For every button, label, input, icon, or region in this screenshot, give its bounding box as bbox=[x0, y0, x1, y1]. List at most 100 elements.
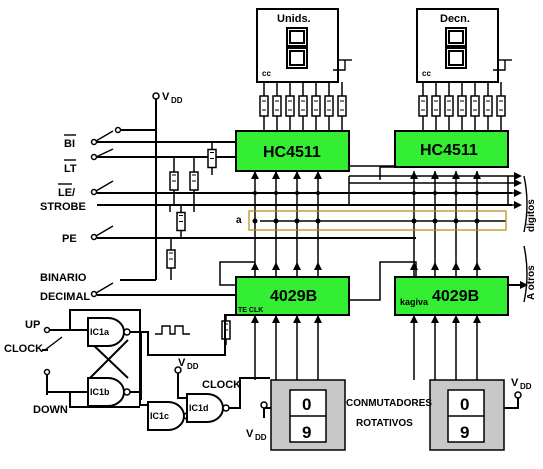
bus-left-le-node-2 bbox=[295, 191, 299, 195]
resistor-array-tens bbox=[418, 82, 506, 131]
kagiva-label: kagiva bbox=[400, 297, 429, 307]
vdd-left-sub: DD bbox=[255, 433, 267, 442]
units-seg-resistor-1 bbox=[272, 95, 282, 117]
switch-left-bottom: 9 bbox=[302, 423, 311, 442]
digit-arrow-2 bbox=[514, 189, 522, 197]
bus-left-arrow-sw-2 bbox=[293, 315, 301, 323]
tens-seg-resistor-1 bbox=[431, 95, 441, 117]
bus-right-arrow-sw-2 bbox=[452, 315, 460, 323]
rotary-switch-left: 0 9 bbox=[270, 379, 346, 451]
counter-right-label: 4029B bbox=[432, 288, 479, 305]
bus-right-arrow-dec-3 bbox=[473, 171, 481, 179]
decoder-left: HC4511 bbox=[235, 130, 350, 172]
pe-label: PE bbox=[62, 233, 77, 245]
bus-right-arrow-sw-1 bbox=[431, 315, 439, 323]
rotativos-label: ROTATIVOS bbox=[356, 418, 413, 429]
a-node-label: a bbox=[236, 215, 242, 226]
display-tens-digit bbox=[445, 27, 467, 69]
bus-right-arrow-dec-2 bbox=[452, 171, 460, 179]
digit-arrow-0 bbox=[514, 172, 522, 180]
bus-left-arrow-cnt-0 bbox=[251, 262, 259, 270]
counter-left: 4029B TE CLK bbox=[235, 276, 350, 316]
tens-seg-resistor-6 bbox=[496, 95, 506, 117]
vdd-switch-right: V DD bbox=[504, 377, 532, 409]
switch-left-top: 0 bbox=[302, 395, 311, 414]
vdd-top-label: V bbox=[162, 91, 170, 103]
display-tens-label: Decn. bbox=[440, 13, 470, 25]
display-units-cc: cc bbox=[262, 69, 271, 78]
tens-seg-resistor-4 bbox=[470, 95, 480, 117]
vdd-mid-label: V bbox=[178, 357, 186, 369]
decimal-label: DECIMAL bbox=[40, 291, 90, 303]
ic1a-label: IC1a bbox=[90, 327, 110, 337]
units-seg-resistor-2 bbox=[285, 95, 295, 117]
ic1b-label: IC1b bbox=[90, 387, 110, 397]
vdd-right-label: V bbox=[511, 377, 519, 389]
decoder-right: HC4511 bbox=[394, 130, 509, 168]
counter-left-label: 4029B bbox=[270, 288, 317, 305]
digit-arrow-1 bbox=[514, 179, 522, 187]
units-seg-resistor-4 bbox=[311, 95, 321, 117]
bi-label: BI bbox=[64, 138, 75, 150]
down-label: DOWN bbox=[33, 404, 68, 416]
vdd-right-sub: DD bbox=[520, 382, 532, 391]
clock-left-label: CLOCK bbox=[4, 343, 43, 355]
bus-left-arrow-sw-0 bbox=[251, 315, 259, 323]
bus-left-le-node-0 bbox=[253, 191, 257, 195]
resistor-array-units bbox=[259, 82, 347, 131]
bus-left-arrow-sw-3 bbox=[314, 315, 322, 323]
units-seg-resistor-6 bbox=[337, 95, 347, 117]
bus-right-arrow-dec-0 bbox=[410, 171, 418, 179]
bus-right-arrow-cnt-1 bbox=[431, 262, 439, 270]
bus-left-arrow-cnt-3 bbox=[314, 262, 322, 270]
data-bus bbox=[219, 165, 522, 380]
display-units-label: Unids. bbox=[277, 13, 311, 25]
bus-right-arrow-cnt-0 bbox=[410, 262, 418, 270]
tens-seg-resistor-0 bbox=[418, 95, 428, 117]
decoder-right-label: HC4511 bbox=[420, 142, 478, 159]
digit-arrow-3 bbox=[514, 201, 522, 209]
tens-seg-resistor-2 bbox=[444, 95, 454, 117]
up-label: UP bbox=[25, 319, 40, 331]
bus-left-arrow-dec-1 bbox=[272, 171, 280, 179]
bus-left-le-node-1 bbox=[274, 191, 278, 195]
counter-right: 4029B kagiva bbox=[394, 276, 509, 316]
vdd-switch-left: V DD bbox=[246, 401, 271, 442]
units-seg-resistor-3 bbox=[298, 95, 308, 117]
digitos-label: digitos bbox=[526, 199, 537, 232]
bus-right-arrow-sw-3 bbox=[473, 315, 481, 323]
bus-left-arrow-cnt-2 bbox=[293, 262, 301, 270]
display-units: Unids. cc bbox=[256, 8, 352, 83]
bus-left-arrow-dec-0 bbox=[251, 171, 259, 179]
binario-label: BINARIO bbox=[40, 272, 87, 284]
bus-left-arrow-sw-1 bbox=[272, 315, 280, 323]
units-seg-resistor-5 bbox=[324, 95, 334, 117]
lt-label: LT bbox=[64, 163, 77, 175]
bus-right-arrow-cnt-2 bbox=[452, 262, 460, 270]
bus-right-arrow-sw-0 bbox=[410, 315, 418, 323]
bus-left-node-0 bbox=[252, 218, 258, 224]
a-otros-label: A otros bbox=[526, 265, 537, 300]
tens-seg-resistor-3 bbox=[457, 95, 467, 117]
vdd-left-label: V bbox=[246, 428, 254, 440]
te-clk-label: TE CLK bbox=[238, 307, 263, 314]
tens-seg-resistor-5 bbox=[483, 95, 493, 117]
bus-left-le-node-3 bbox=[316, 191, 320, 195]
rotary-switch-right: 0 9 bbox=[429, 379, 505, 451]
display-tens-cc: cc bbox=[422, 69, 431, 78]
conmutadores-label: CONMUTADORES bbox=[346, 398, 432, 409]
le-label: LE/ bbox=[58, 187, 75, 199]
pullup-resistors bbox=[156, 141, 231, 345]
bus-left-arrow-cnt-1 bbox=[272, 262, 280, 270]
decoder-left-label: HC4511 bbox=[263, 144, 321, 161]
bus-left-arrow-dec-2 bbox=[293, 171, 301, 179]
clock-mid-label: CLOCK bbox=[202, 379, 241, 391]
vdd-mid-sub: DD bbox=[187, 362, 199, 371]
decoder-link bbox=[379, 166, 395, 180]
bus-right-arrow-dec-1 bbox=[431, 171, 439, 179]
vdd-top-sub: DD bbox=[171, 96, 183, 105]
bus-left-arrow-dec-3 bbox=[314, 171, 322, 179]
ic1d-label: IC1d bbox=[189, 403, 209, 413]
units-seg-resistor-0 bbox=[259, 95, 269, 117]
